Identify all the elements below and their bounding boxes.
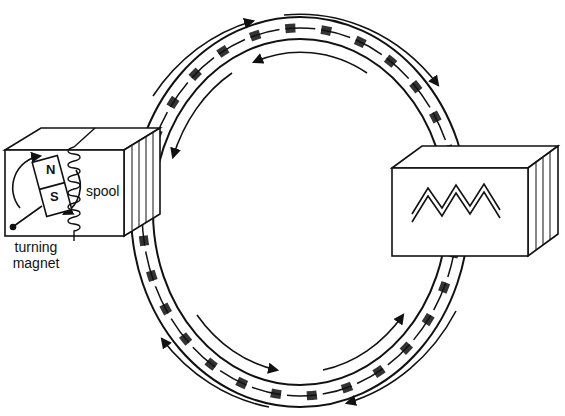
part-label: spool bbox=[86, 183, 119, 199]
heater-box bbox=[392, 146, 558, 256]
part-label: turning magnet bbox=[4, 239, 68, 271]
pole-label: S bbox=[50, 190, 59, 205]
pole-label: N bbox=[46, 163, 55, 178]
generator-box bbox=[5, 128, 160, 236]
